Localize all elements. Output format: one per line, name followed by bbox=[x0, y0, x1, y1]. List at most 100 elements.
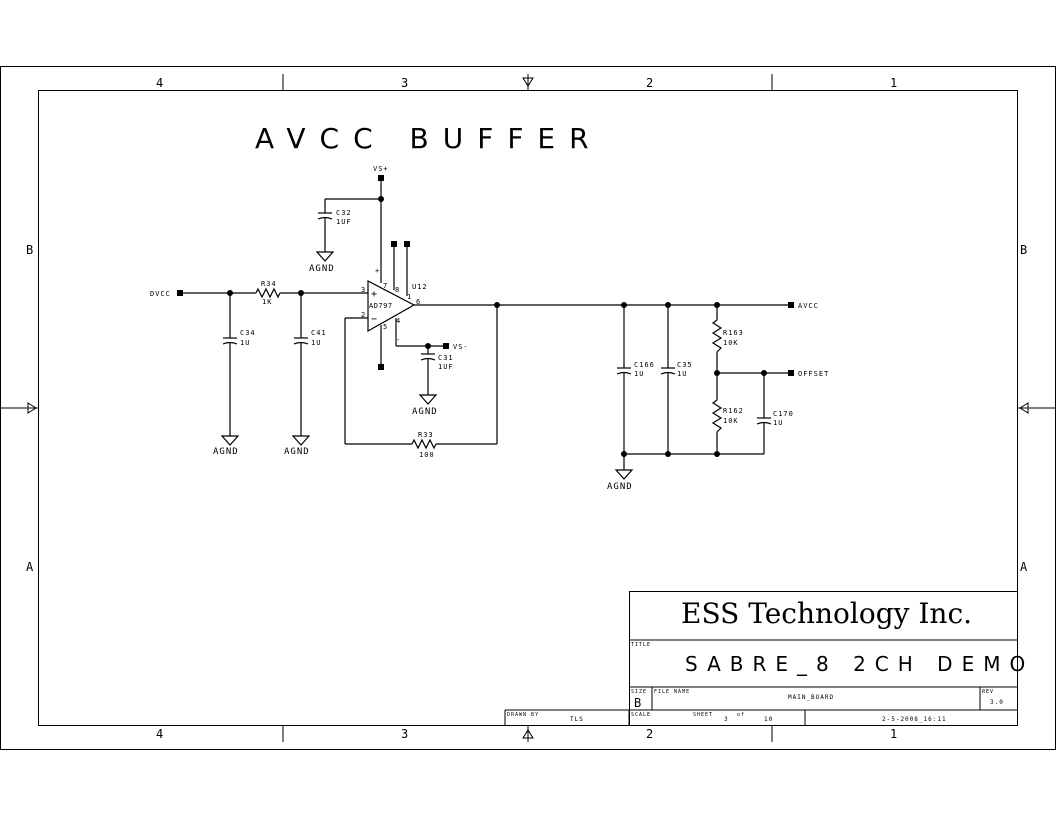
center-arrows bbox=[27, 74, 1029, 739]
c32-ref: C32 bbox=[336, 209, 352, 217]
drawing-title: SABRE_8 2CH DEMO bbox=[685, 652, 1034, 676]
zone-ticks-top bbox=[0, 74, 1056, 742]
zone-labels: 4 3 2 1 4 3 2 1 B A B A bbox=[26, 76, 1028, 741]
r163-val: 10K bbox=[723, 339, 739, 347]
zone-right-a: A bbox=[1020, 560, 1028, 574]
size-label: SIZE bbox=[631, 689, 647, 695]
net-agnd-c32: AGND bbox=[309, 264, 335, 274]
rev-label: REV bbox=[982, 689, 994, 695]
scale-label: SCALE bbox=[631, 712, 651, 718]
wires bbox=[183, 178, 788, 470]
pin-1: 1 bbox=[407, 293, 412, 301]
c170-ref: C170 bbox=[773, 410, 794, 418]
zone-left-b: B bbox=[26, 243, 33, 257]
component-labels: C32 1UF C34 1U C41 1U C31 1UF C166 1U C3… bbox=[240, 209, 794, 459]
title-label: TITLE bbox=[631, 642, 651, 648]
pin-2: 2 bbox=[361, 311, 366, 319]
zone-top-4: 4 bbox=[156, 76, 163, 90]
inner-frame bbox=[38, 90, 1018, 726]
of-label: of bbox=[737, 712, 745, 718]
u12-ref: U12 bbox=[412, 283, 428, 291]
agnd-c41-icon bbox=[291, 435, 311, 446]
zone-left-a: A bbox=[26, 560, 34, 574]
rev-value: 3.0 bbox=[990, 699, 1004, 706]
zone-bottom-1: 1 bbox=[890, 727, 897, 741]
pin-5: 5 bbox=[383, 323, 388, 331]
net-agnd-c34: AGND bbox=[213, 447, 239, 457]
net-avcc: AVCC bbox=[798, 302, 819, 310]
zone-bottom-3: 3 bbox=[401, 727, 408, 741]
r163-ref: R163 bbox=[723, 329, 744, 337]
supply-minus: - bbox=[396, 336, 401, 344]
sheet-title: AVCC BUFFER bbox=[255, 122, 603, 155]
net-offset: OFFSET bbox=[798, 370, 829, 378]
r162-ref: R162 bbox=[723, 407, 744, 415]
c41-ref: C41 bbox=[311, 329, 327, 337]
r162-val: 10K bbox=[723, 417, 739, 425]
r34-body bbox=[255, 287, 281, 299]
r162-body bbox=[711, 399, 723, 433]
pin-6: 6 bbox=[416, 298, 421, 306]
c35-val: 1U bbox=[677, 370, 687, 378]
capacitor-plates bbox=[222, 212, 772, 425]
u12-plus: + bbox=[371, 289, 377, 300]
file-label: FILE NAME bbox=[654, 689, 690, 695]
c166-ref: C166 bbox=[634, 361, 655, 369]
agnd-bus-icon bbox=[614, 469, 634, 480]
pin1-port bbox=[404, 241, 410, 247]
agnd-c34-icon bbox=[220, 435, 240, 446]
net-vs-plus: VS+ bbox=[373, 165, 389, 173]
size-value: B bbox=[634, 696, 641, 710]
avcc-port bbox=[788, 302, 794, 308]
offset-port bbox=[788, 370, 794, 376]
u12-minus: − bbox=[371, 314, 377, 325]
pin-3: 3 bbox=[361, 286, 366, 294]
junction-dots bbox=[227, 196, 767, 457]
c31-ref: C31 bbox=[438, 354, 454, 362]
net-vs-minus: VS- bbox=[453, 343, 469, 351]
r33-body bbox=[411, 438, 437, 450]
c34-ref: C34 bbox=[240, 329, 256, 337]
vs-plus-port bbox=[378, 175, 384, 181]
date-value: 2-5-2008_16:11 bbox=[882, 716, 947, 723]
pin8-port bbox=[391, 241, 397, 247]
c35-ref: C35 bbox=[677, 361, 693, 369]
sheets-total: 10 bbox=[764, 716, 773, 723]
c170-val: 1U bbox=[773, 419, 783, 427]
resistor-zigzags bbox=[255, 287, 723, 450]
zone-top-2: 2 bbox=[646, 76, 653, 90]
c32-val: 1UF bbox=[336, 218, 352, 226]
pin-7: 7 bbox=[383, 282, 388, 290]
title-block-text: ESS Technology Inc. TITLE SABRE_8 2CH DE… bbox=[507, 597, 1034, 723]
zone-top-3: 3 bbox=[401, 76, 408, 90]
net-dvcc: DVCC bbox=[150, 290, 171, 298]
r163-body bbox=[711, 319, 723, 353]
net-labels: VS+ DVCC VS- AVCC OFFSET AGND AGND AGND … bbox=[150, 165, 829, 492]
c166-val: 1U bbox=[634, 370, 644, 378]
zone-top-1: 1 bbox=[890, 76, 897, 90]
c34-val: 1U bbox=[240, 339, 250, 347]
supply-plus: + bbox=[375, 267, 380, 275]
net-agnd-bus: AGND bbox=[607, 482, 633, 492]
vs-minus-port bbox=[443, 343, 449, 349]
title-block bbox=[504, 591, 1018, 726]
sheet-value: 3 bbox=[724, 716, 729, 723]
pin5-port bbox=[378, 364, 384, 370]
file-value: MAIN_BOARD bbox=[788, 694, 834, 701]
r33-val: 100 bbox=[419, 451, 435, 459]
port-squares bbox=[177, 175, 794, 376]
c41-val: 1U bbox=[311, 339, 321, 347]
pin-4: 4 bbox=[396, 317, 401, 325]
net-agnd-c31: AGND bbox=[412, 407, 438, 417]
drawn-value: TLS bbox=[570, 716, 584, 723]
r34-ref: R34 bbox=[261, 280, 277, 288]
u12-part: AD797 bbox=[369, 302, 393, 310]
agnd-c32-icon bbox=[315, 251, 335, 262]
opamp-u12 bbox=[367, 280, 416, 333]
dvcc-port bbox=[177, 290, 183, 296]
pin-8: 8 bbox=[395, 286, 400, 294]
zone-bottom-2: 2 bbox=[646, 727, 653, 741]
sheet-label: SHEET bbox=[693, 712, 713, 718]
opamp-labels: U12 AD797 7 8 1 3 2 6 4 5 + − + - bbox=[361, 267, 428, 344]
